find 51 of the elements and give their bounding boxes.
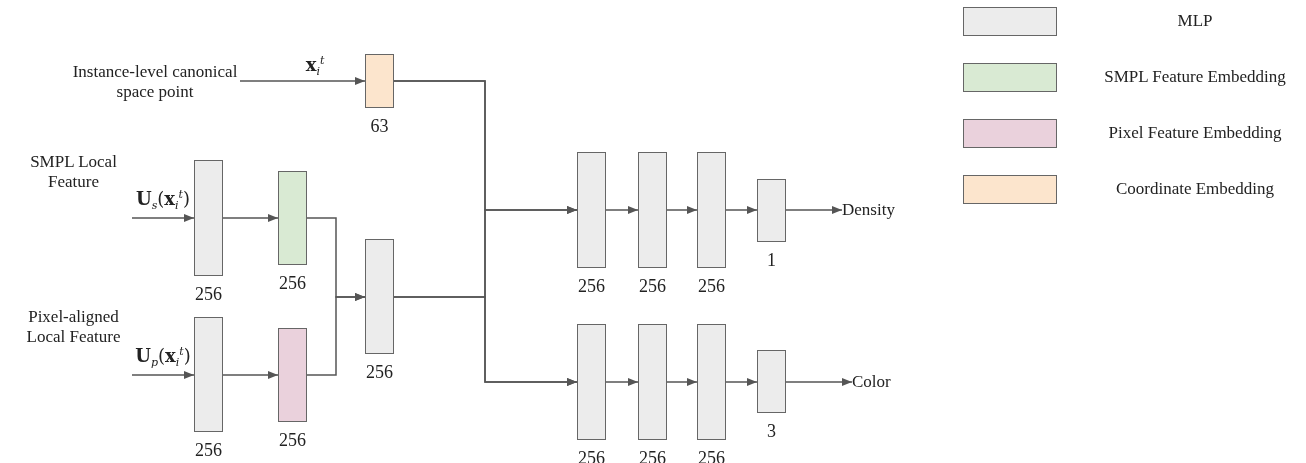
dimension-label: 256	[278, 430, 307, 451]
dimension-label: 256	[194, 284, 223, 305]
arrow	[666, 378, 698, 386]
arrow	[605, 206, 639, 214]
layer-box	[365, 54, 394, 108]
legend-label: Coordinate Embedding	[1115, 179, 1275, 199]
dimension-label: 256	[577, 276, 606, 297]
layer-box	[194, 160, 223, 276]
layer-box	[278, 328, 307, 422]
layer-box	[638, 324, 667, 440]
dimension-label: 256	[638, 276, 667, 297]
layer-box	[757, 179, 786, 242]
dimension-label: 256	[278, 273, 307, 294]
dimension-label: 1	[766, 250, 777, 271]
dimension-label: 256	[697, 276, 726, 297]
output-label: Density	[842, 198, 902, 222]
layer-box	[697, 152, 726, 268]
arrow	[131, 371, 195, 379]
arrow	[222, 214, 279, 222]
input-label: SMPL Local Feature	[15, 150, 132, 194]
arrow	[725, 206, 758, 214]
dimension-label: 3	[766, 421, 777, 442]
arrow	[393, 296, 578, 386]
dimension-label: 256	[365, 362, 394, 383]
arrow	[785, 378, 853, 386]
dimension-label: 63	[369, 116, 390, 137]
legend-label: SMPL Feature Embedding	[1104, 67, 1286, 87]
arrow	[605, 378, 639, 386]
layer-box	[365, 239, 394, 354]
layer-box	[194, 317, 223, 432]
dimension-label: 256	[194, 440, 223, 461]
arrow	[239, 77, 366, 85]
layer-box	[697, 324, 726, 440]
layer-box	[577, 324, 606, 440]
input-label: Pixel-aligned Local Feature	[15, 305, 132, 349]
arrow	[785, 206, 843, 214]
arrow	[222, 371, 279, 379]
legend-label: MLP	[1177, 11, 1213, 31]
output-label: Color	[852, 370, 912, 394]
legend-label: Pixel Feature Embedding	[1108, 123, 1282, 143]
layer-box	[278, 171, 307, 265]
layer-box	[577, 152, 606, 268]
arrow	[666, 206, 698, 214]
arrow	[306, 293, 366, 376]
edge-label: U$_{s}$(x$_{i}$$^{t}$)	[135, 187, 191, 213]
layer-box	[638, 152, 667, 268]
input-label: Instance-level canonical space point	[70, 60, 240, 104]
arrow	[725, 378, 758, 386]
arrow	[131, 214, 195, 222]
edge-label: U$_{p}$(x$_{i}$$^{t}$)	[135, 344, 191, 370]
layer-box	[757, 350, 786, 413]
